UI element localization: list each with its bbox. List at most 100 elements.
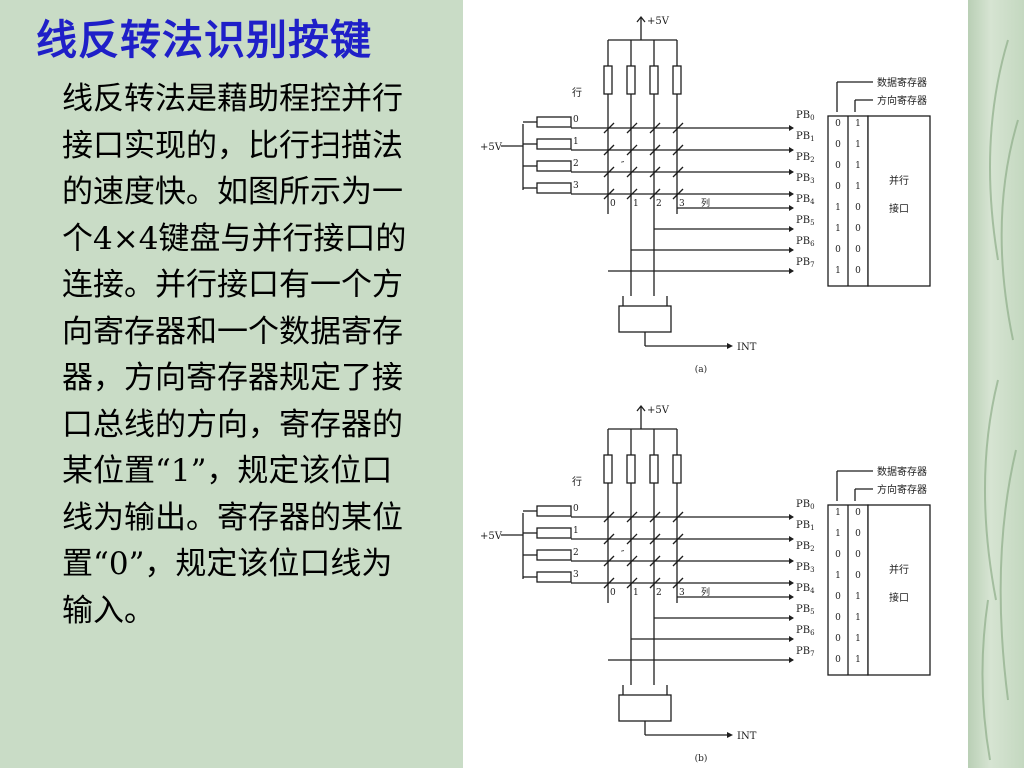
arrow bbox=[789, 268, 794, 274]
arrow bbox=[789, 226, 794, 232]
data-bit: 0 bbox=[835, 140, 841, 150]
row-number: 1 bbox=[573, 137, 579, 147]
data-bit: 0 bbox=[835, 161, 841, 171]
pb-pin-label: PB1 bbox=[796, 131, 815, 143]
direction-bit: 1 bbox=[855, 161, 861, 171]
pull-up-resistor bbox=[649, 454, 659, 484]
key-switch bbox=[626, 577, 638, 589]
data-bit: 1 bbox=[835, 571, 841, 581]
key-switch bbox=[603, 144, 615, 156]
key-mark: ″ bbox=[621, 161, 625, 171]
pb-pin-label: PB6 bbox=[796, 625, 815, 637]
key-switch bbox=[649, 533, 661, 545]
key-switch bbox=[672, 188, 684, 200]
pb-pin-label: PB7 bbox=[796, 257, 815, 269]
key-switch bbox=[603, 122, 615, 134]
and-gate bbox=[618, 305, 672, 333]
data-bit: 0 bbox=[835, 592, 841, 602]
pb-pin-label: PB6 bbox=[796, 236, 815, 248]
pull-up-resistor bbox=[603, 65, 613, 95]
pb-pin-label: PB0 bbox=[796, 110, 815, 122]
direction-bit: 0 bbox=[855, 571, 861, 581]
key-switch bbox=[626, 533, 638, 545]
pb-pin-label: PB5 bbox=[796, 215, 815, 227]
row-number: 3 bbox=[573, 570, 579, 580]
column-number: 2 bbox=[656, 199, 662, 209]
row-resistor bbox=[536, 182, 572, 194]
pull-up-resistor bbox=[672, 65, 682, 95]
diagram-caption: (a) bbox=[695, 364, 707, 375]
column-number: 3 bbox=[679, 588, 685, 598]
pb-pin-label: PB3 bbox=[796, 562, 815, 574]
diagram-caption: (b) bbox=[695, 753, 708, 764]
direction-bit: 0 bbox=[855, 508, 861, 518]
pb-pin-label: PB4 bbox=[796, 194, 815, 206]
data-bit: 1 bbox=[835, 529, 841, 539]
arrow bbox=[789, 147, 794, 153]
pb-pin-label: PB2 bbox=[796, 152, 815, 164]
row-resistor bbox=[536, 549, 572, 561]
data-register-label: 数据寄存器 bbox=[877, 465, 927, 478]
key-switch bbox=[626, 511, 638, 523]
row-resistor bbox=[536, 571, 572, 583]
and-gate bbox=[618, 694, 672, 722]
arrow bbox=[789, 558, 794, 564]
direction-bit: 1 bbox=[855, 182, 861, 192]
data-register-label: 数据寄存器 bbox=[877, 76, 927, 89]
vcc-label: +5V bbox=[647, 16, 670, 27]
row-number: 0 bbox=[573, 504, 579, 514]
port-label: 并行 bbox=[889, 174, 909, 187]
pb-pin-label: PB2 bbox=[796, 541, 815, 553]
column-number: 0 bbox=[610, 199, 616, 209]
arrow bbox=[789, 169, 794, 175]
key-switch bbox=[672, 577, 684, 589]
column-number: 1 bbox=[633, 199, 639, 209]
column-number: 0 bbox=[610, 588, 616, 598]
pull-up-resistor bbox=[626, 454, 636, 484]
pb-pin-label: PB5 bbox=[796, 604, 815, 616]
key-switch bbox=[649, 122, 661, 134]
key-switch bbox=[649, 555, 661, 567]
arrow bbox=[789, 657, 794, 663]
row-resistor bbox=[536, 505, 572, 517]
key-switch bbox=[626, 188, 638, 200]
key-switch bbox=[626, 166, 638, 178]
key-switch bbox=[626, 144, 638, 156]
data-bit: 0 bbox=[835, 613, 841, 623]
direction-bit: 0 bbox=[855, 550, 861, 560]
row-resistor bbox=[536, 160, 572, 172]
key-switch bbox=[603, 533, 615, 545]
data-bit: 1 bbox=[835, 266, 841, 276]
key-switch bbox=[649, 188, 661, 200]
arrow bbox=[727, 343, 733, 349]
data-bit: 0 bbox=[835, 119, 841, 129]
row-number: 2 bbox=[573, 548, 579, 558]
direction-bit: 0 bbox=[855, 203, 861, 213]
column-number: 2 bbox=[656, 588, 662, 598]
port-label: 并行 bbox=[889, 563, 909, 576]
key-switch bbox=[603, 166, 615, 178]
direction-register-label: 方向寄存器 bbox=[877, 94, 927, 107]
direction-register-label: 方向寄存器 bbox=[877, 483, 927, 496]
vcc-label: +5V bbox=[647, 405, 670, 416]
direction-bit: 1 bbox=[855, 634, 861, 644]
pb-pin-label: PB4 bbox=[796, 583, 815, 595]
arrow bbox=[789, 580, 794, 586]
row-number: 0 bbox=[573, 115, 579, 125]
direction-bit: 0 bbox=[855, 266, 861, 276]
column-number: 1 bbox=[633, 588, 639, 598]
key-switch bbox=[672, 122, 684, 134]
pull-up-resistor bbox=[603, 454, 613, 484]
key-switch bbox=[649, 166, 661, 178]
key-switch bbox=[672, 511, 684, 523]
key-switch bbox=[649, 577, 661, 589]
data-bit: 1 bbox=[835, 508, 841, 518]
key-switch bbox=[603, 555, 615, 567]
arrow bbox=[789, 536, 794, 542]
port-label: 接口 bbox=[889, 591, 909, 604]
key-switch bbox=[672, 166, 684, 178]
parallel-port-block bbox=[867, 504, 931, 676]
arrow bbox=[727, 732, 733, 738]
